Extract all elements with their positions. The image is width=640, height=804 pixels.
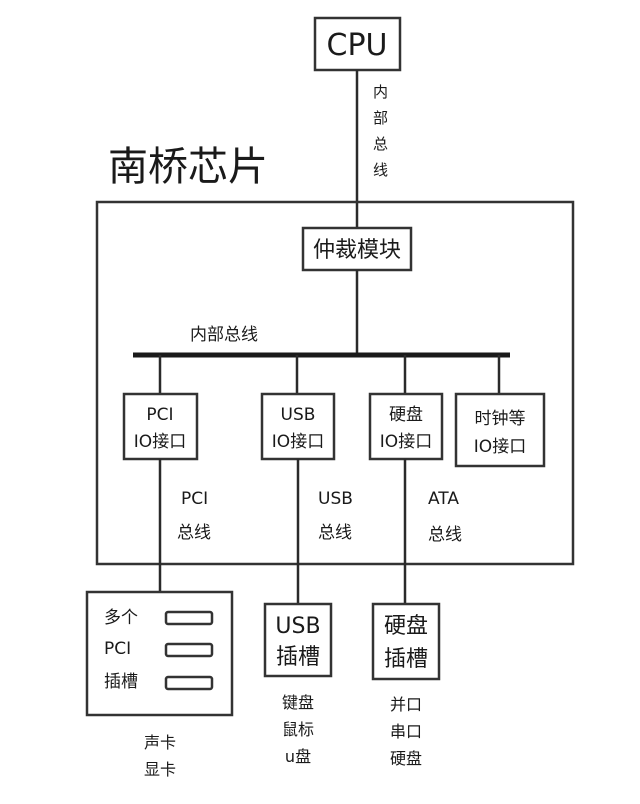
pci-slot-3 [164,675,214,691]
usb-io-line1: USB [281,405,316,425]
internal-bus-label: 内部总线 [190,325,258,345]
pci-slots-label-3: 插槽 [104,672,138,692]
pci-slots-label-1: 多个 [104,608,138,628]
southbridge-title: 南桥芯片 [108,144,268,190]
usb-io-box [260,392,336,461]
clock-io-line2: IO接口 [474,437,526,457]
disk-slot-box [371,602,441,681]
disk-io-box [368,392,444,461]
arbiter-box [301,226,413,272]
cpu-bus-char-4: 线 [373,161,388,179]
usb-bus-name: USB [318,489,353,509]
pci-slot-1 [164,610,214,626]
cpu-bus-char-2: 部 [373,109,388,127]
pci-bus-suffix: 总线 [177,523,211,543]
ata-bus-name: ATA [428,489,459,509]
cpu-bus-char-1: 内 [373,83,388,101]
usb-slot-box [263,602,333,678]
pci-bus-name: PCI [181,489,208,509]
disk-io-line2: IO接口 [380,432,432,452]
arbiter-label: 仲裁模块 [313,238,401,263]
usb-device-3: u盘 [285,747,311,766]
pci-device-1: 声卡 [144,733,176,752]
usb-io-line2: IO接口 [272,432,324,452]
southbridge-box [95,200,575,566]
pci-io-line1: PCI [146,405,173,425]
cpu-label: CPU [327,28,388,63]
disk-slot-line2: 插槽 [384,647,428,672]
usb-device-2: 鼠标 [282,720,314,739]
disk-device-3: 硬盘 [390,749,422,768]
usb-device-1: 键盘 [282,693,314,712]
clock-io-line1: 时钟等 [475,409,526,429]
usb-bus-suffix: 总线 [318,523,352,543]
ata-bus-suffix: 总线 [428,525,462,545]
usb-slot-line2: 插槽 [276,645,320,670]
cpu-bus-char-3: 总 [373,135,388,153]
disk-device-1: 并口 [390,695,422,714]
disk-io-line1: 硬盘 [389,405,423,425]
pci-device-2: 显卡 [144,760,176,779]
disk-device-2: 串口 [390,722,422,741]
usb-slot-line1: USB [275,614,320,639]
pci-io-line2: IO接口 [134,432,186,452]
pci-slot-2 [164,642,214,658]
clock-io-box [454,392,546,468]
pci-slots-label-2: PCI [104,639,131,659]
disk-slot-line1: 硬盘 [384,614,428,639]
